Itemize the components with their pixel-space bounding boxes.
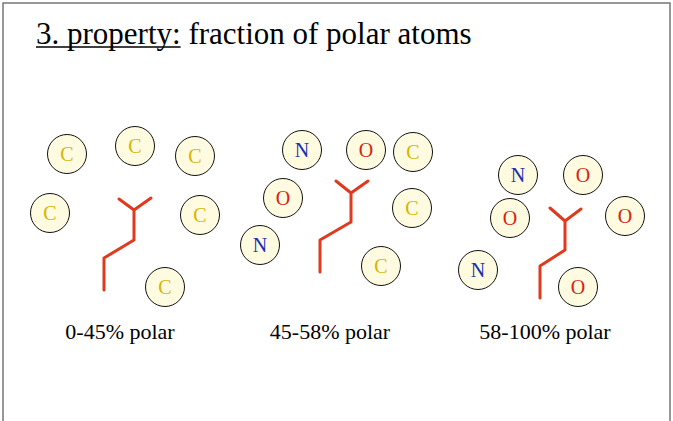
atom-circle: C: [47, 134, 87, 174]
atom-circle: C: [180, 195, 220, 235]
atom-circle: C: [392, 188, 432, 228]
atom-symbol: O: [276, 188, 290, 208]
frame: [3, 3, 670, 421]
atom-circle: O: [563, 155, 603, 195]
atom-symbol: O: [359, 140, 373, 160]
molecule-sketch: [320, 181, 368, 272]
atom-circle: C: [30, 193, 70, 233]
atom-symbol: C: [193, 205, 206, 225]
atom-circle: O: [263, 178, 303, 218]
atom-symbol: O: [576, 165, 590, 185]
atom-circle: O: [605, 196, 645, 236]
atom-circle: N: [240, 225, 280, 265]
atom-symbol: C: [60, 144, 73, 164]
range-caption: 45-58% polar: [270, 319, 390, 345]
atom-circle: C: [393, 132, 433, 172]
atom-circle: N: [458, 250, 498, 290]
atom-circle: N: [282, 130, 322, 170]
atom-symbol: C: [128, 136, 141, 156]
atom-circle: O: [346, 130, 386, 170]
atom-circle: C: [115, 126, 155, 166]
atom-symbol: N: [253, 235, 267, 255]
atom-symbol: O: [618, 206, 632, 226]
atom-circle: C: [361, 246, 401, 286]
atom-symbol: C: [405, 198, 418, 218]
atom-symbol: O: [503, 208, 517, 228]
atom-symbol: C: [43, 203, 56, 223]
atom-symbol: C: [406, 142, 419, 162]
atom-symbol: C: [374, 256, 387, 276]
atom-circle: C: [145, 267, 185, 307]
atom-circle: O: [490, 198, 530, 238]
atom-circle: O: [558, 267, 598, 307]
range-caption: 58-100% polar: [479, 319, 610, 345]
atom-symbol: N: [511, 165, 525, 185]
atom-symbol: N: [471, 260, 485, 280]
atom-circle: N: [498, 155, 538, 195]
range-caption: 0-45% polar: [65, 319, 174, 345]
molecule-sketch: [104, 198, 151, 290]
atom-symbol: O: [571, 277, 585, 297]
atom-symbol: C: [158, 277, 171, 297]
atom-symbol: C: [188, 146, 201, 166]
atom-symbol: N: [295, 140, 309, 160]
title: 3. property: fraction of polar atoms: [36, 16, 472, 52]
atom-circle: C: [175, 136, 215, 176]
